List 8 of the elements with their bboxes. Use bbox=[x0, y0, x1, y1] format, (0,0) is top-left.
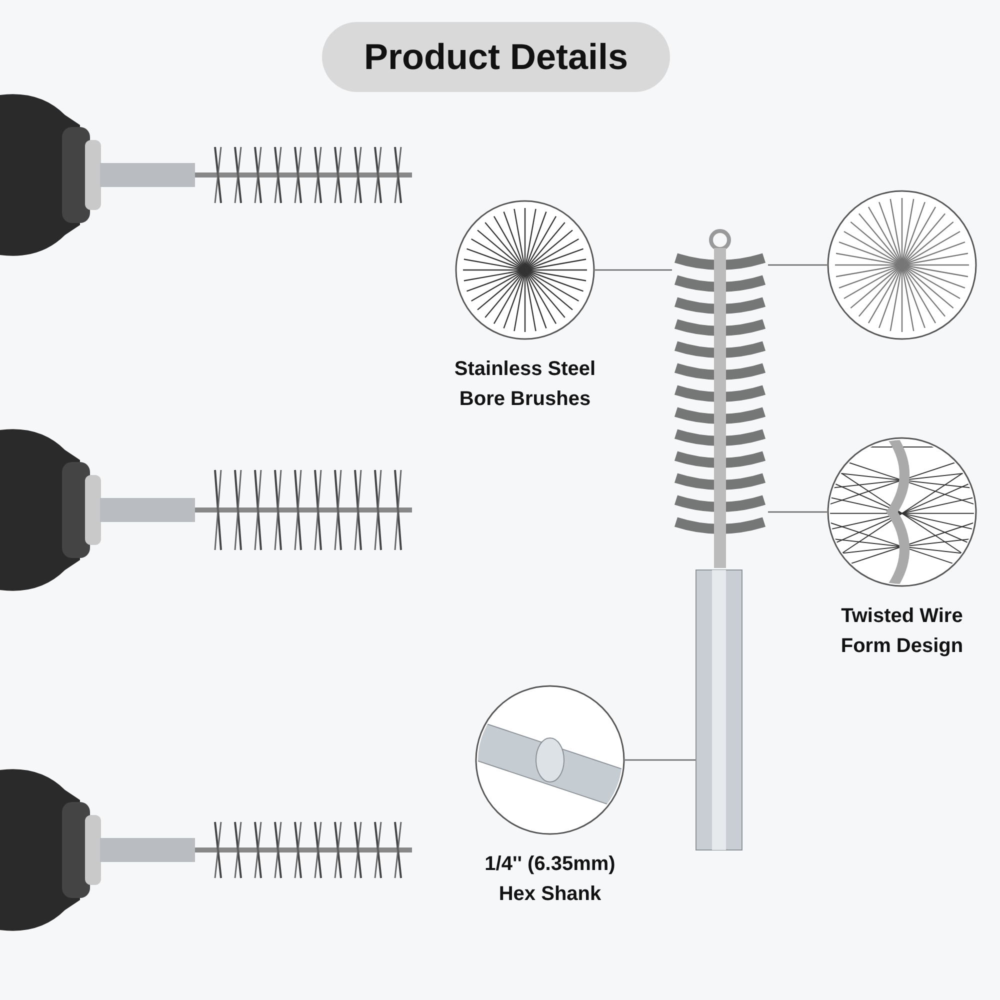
leader-line bbox=[768, 264, 827, 266]
leader-line bbox=[768, 511, 827, 513]
feature-caption: Twisted Wire Form Design bbox=[840, 604, 964, 659]
title-banner: Product Details bbox=[322, 22, 670, 92]
feature-caption: 1/4'' (6.35mm) Hex Shank bbox=[484, 852, 616, 907]
leader-line bbox=[625, 759, 696, 761]
leader-line bbox=[595, 269, 672, 271]
feature-caption: Stainless Steel Bore Brushes bbox=[453, 357, 597, 412]
